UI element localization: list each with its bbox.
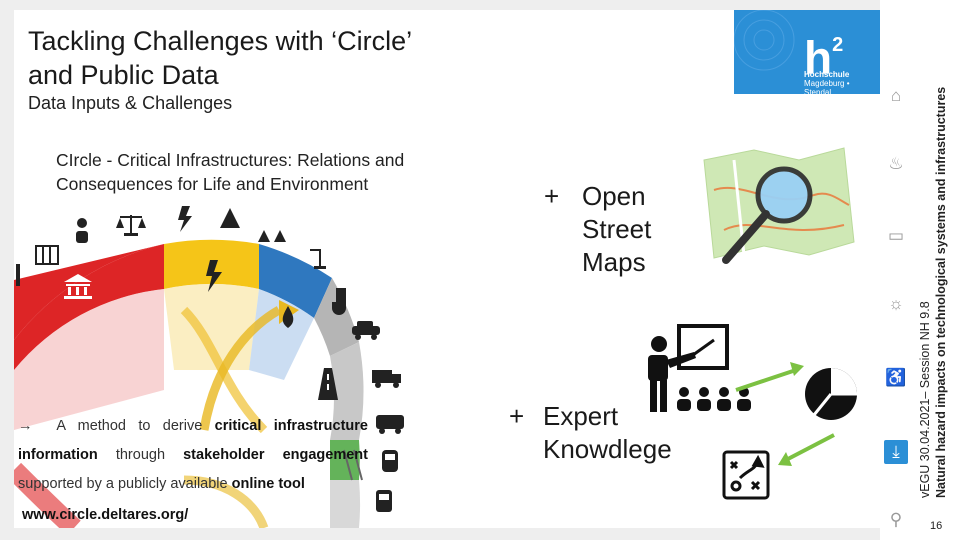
logo-pattern bbox=[734, 10, 795, 71]
osm-line-2: Street bbox=[582, 214, 652, 244]
sidebar-icons: ⌂ ♨ ▭ ☼ ♿ ⤓ ⚲ bbox=[880, 0, 912, 540]
page-number: 16 bbox=[930, 520, 943, 532]
segment-grey-1 bbox=[314, 278, 359, 356]
arrow-icon: → bbox=[18, 418, 33, 434]
fire-icon[interactable]: ♨ bbox=[888, 154, 904, 173]
green-arrows bbox=[735, 362, 835, 466]
expert-line-1: Expert bbox=[543, 401, 619, 431]
segment-blue bbox=[259, 244, 332, 318]
osm-line-3: Maps bbox=[582, 247, 646, 277]
road-icon bbox=[318, 368, 338, 400]
toilet-icon bbox=[332, 288, 346, 315]
car-icon bbox=[352, 321, 380, 340]
session-info: vEGU 30.04.2021– Session NH 9.8 Natural … bbox=[912, 0, 960, 510]
worker-icon bbox=[76, 218, 88, 243]
inner-blue-shade bbox=[249, 289, 314, 380]
bike-icon[interactable]: ♿ bbox=[885, 368, 907, 387]
logo-mark: h2 bbox=[804, 31, 844, 84]
session-line-1: vEGU 30.04.2021– Session NH 9.8 bbox=[918, 301, 932, 498]
method-description: → A method to derive critical infrastruc… bbox=[18, 412, 368, 499]
wheel-arrows bbox=[14, 300, 299, 528]
warning-lightning-icon bbox=[220, 208, 240, 228]
segment-grey-3 bbox=[330, 480, 361, 528]
train-icon bbox=[382, 450, 398, 472]
method-bold-3: stakeholder engagement bbox=[183, 447, 368, 463]
shower-icon bbox=[310, 249, 326, 269]
wheel-segments bbox=[14, 239, 364, 528]
method-text-1: A method to derive bbox=[56, 418, 215, 434]
lightbulb-icon[interactable]: ☼ bbox=[888, 294, 904, 313]
cyclist-icon[interactable]: ⚲ bbox=[889, 510, 903, 529]
method-text-2: through bbox=[97, 447, 184, 463]
circle-description: CIrcle - Critical Infrastructures: Relat… bbox=[56, 148, 476, 196]
method-text-3: supported by a publicly available bbox=[18, 476, 232, 492]
circle-line-1: CIrcle - Critical Infrastructures: Relat… bbox=[56, 150, 405, 170]
download-icon[interactable]: ⤓ bbox=[884, 440, 908, 464]
osm-map-icon bbox=[703, 147, 855, 264]
slide-canvas: Tackling Challenges with ‘Circle’ and Pu… bbox=[14, 10, 880, 528]
segment-green bbox=[330, 440, 360, 480]
strategy-board-icon bbox=[722, 450, 770, 500]
session-line-2: Natural hazard impacts on technological … bbox=[934, 86, 948, 498]
water-drop-icon bbox=[282, 306, 294, 328]
osm-line-1: Open bbox=[582, 181, 646, 211]
page-title: Tackling Challenges with ‘Circle’ and Pu… bbox=[28, 24, 548, 92]
segment-red-2 bbox=[14, 244, 164, 340]
segment-grey-2 bbox=[330, 342, 364, 440]
page-subtitle: Data Inputs & Challenges bbox=[28, 93, 233, 113]
pie-chart-icon bbox=[805, 368, 857, 420]
circle-line-2: Consequences for Life and Environment bbox=[56, 174, 369, 194]
bus-icon bbox=[376, 415, 404, 434]
segment-red bbox=[14, 244, 164, 370]
metro-icon bbox=[376, 490, 392, 512]
osm-plus: + bbox=[544, 181, 560, 211]
monitor-icon[interactable]: ▭ bbox=[887, 226, 905, 245]
expert-plus: + bbox=[509, 401, 525, 431]
scales-icon bbox=[116, 215, 146, 236]
circle-diagram bbox=[14, 147, 857, 528]
pylon-icon bbox=[16, 264, 20, 286]
home-icon[interactable]: ⌂ bbox=[890, 86, 902, 105]
bank-icon bbox=[64, 274, 92, 299]
title-line-2: and Public Data bbox=[28, 60, 219, 90]
people-warning-icon bbox=[258, 230, 286, 242]
expert-presentation-icon bbox=[648, 324, 751, 412]
lightning-icon bbox=[178, 206, 192, 232]
rail-icon bbox=[343, 449, 363, 481]
method-bold-4: online tool bbox=[231, 476, 305, 492]
method-bold-2: information bbox=[18, 447, 98, 463]
title-line-1: Tackling Challenges with ‘Circle’ bbox=[28, 26, 413, 56]
grid-icon bbox=[35, 245, 59, 265]
power-icon bbox=[206, 260, 222, 292]
wheel-icons bbox=[16, 206, 404, 512]
truck-icon bbox=[372, 370, 401, 388]
method-bold-1: critical infrastructure bbox=[214, 418, 368, 434]
circle-url-link[interactable]: www.circle.deltares.org/ bbox=[22, 507, 189, 523]
expert-line-2: Knowdlege bbox=[543, 434, 672, 464]
inner-red-shade bbox=[14, 289, 164, 430]
